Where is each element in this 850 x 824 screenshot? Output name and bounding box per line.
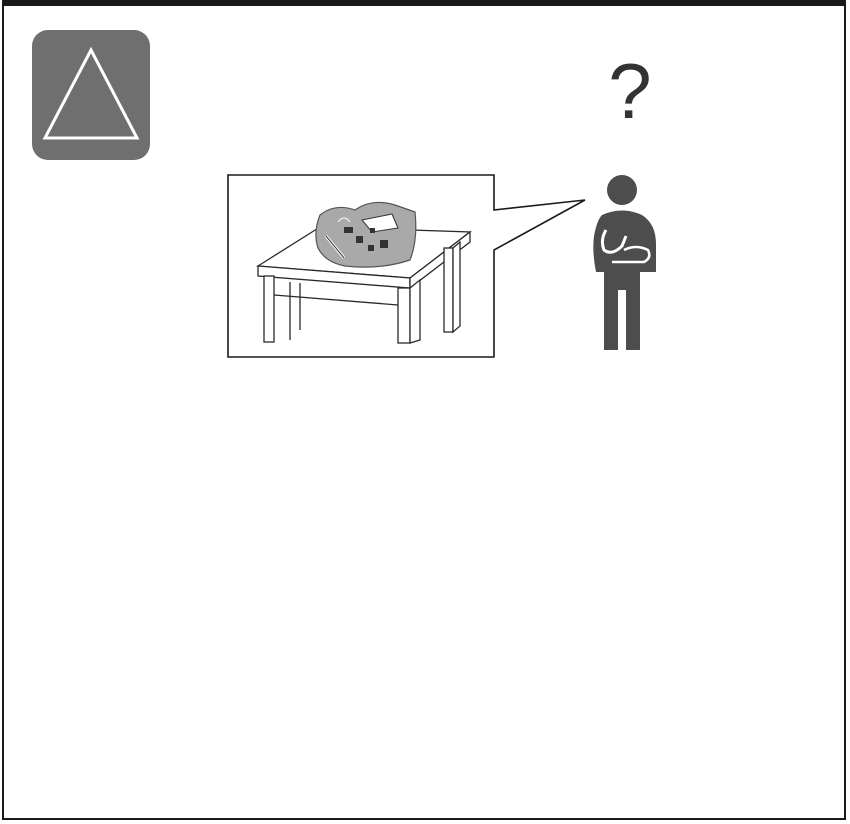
parts-bag-icon xyxy=(316,202,416,267)
question-mark: ? xyxy=(590,52,670,130)
warning-triangle-icon xyxy=(32,30,150,160)
thinking-person-icon xyxy=(593,175,656,350)
